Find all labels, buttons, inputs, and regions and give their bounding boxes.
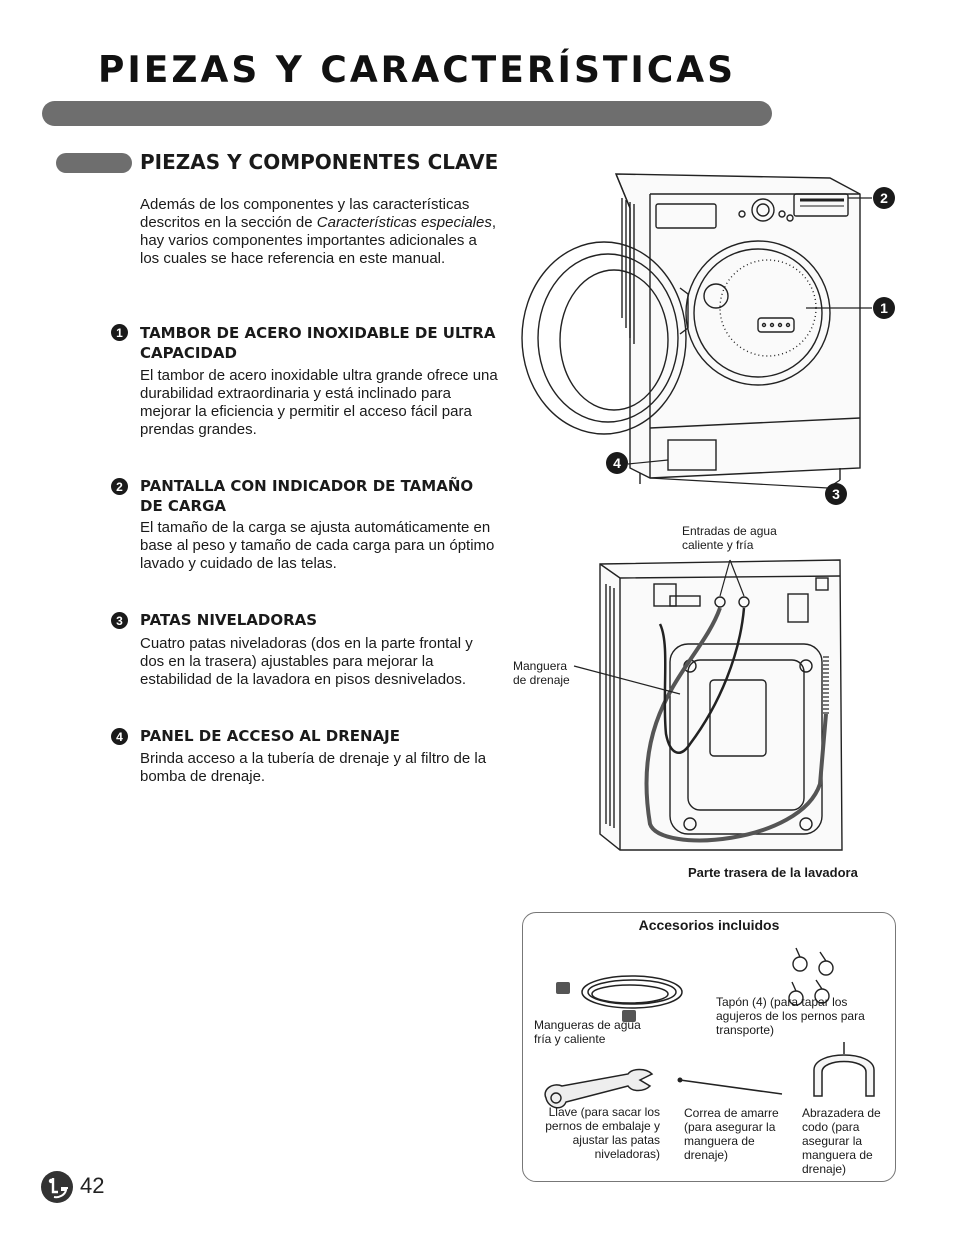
- item-heading: PATAS NIVELADORAS: [140, 611, 318, 629]
- item-number-badge: 2: [111, 478, 128, 495]
- callout-4: 4: [606, 452, 628, 474]
- drain-hose-label: Manguera de drenaje: [513, 659, 570, 687]
- washer-front-illustration: [521, 173, 872, 489]
- intro-text-1: Además de los componentes y las caracter…: [140, 196, 470, 231]
- wrench-illustration: [544, 1068, 654, 1109]
- accessories-box: [522, 912, 896, 1182]
- caps-illustration: [788, 947, 834, 1006]
- accessory-caps-label: Tapón (4) (para tapar los agujeros de lo…: [716, 995, 865, 1037]
- section-pill-decoration: [56, 153, 132, 173]
- accessories-title: Accesorios incluidos: [638, 917, 780, 933]
- accessory-hoses-label: Mangueras de agua fría y caliente: [534, 1018, 641, 1046]
- rear-caption: Parte trasera de la lavadora: [688, 865, 858, 880]
- item-heading: TAMBOR DE ACERO INOXIDABLE DE ULTRA CAPA…: [140, 324, 496, 362]
- callout-1: 1: [873, 297, 895, 319]
- water-inlets-label: Entradas de agua caliente y fría: [682, 524, 777, 552]
- section-title: PIEZAS Y COMPONENTES CLAVE: [140, 150, 499, 174]
- elbow-bracket-illustration: [813, 1042, 875, 1097]
- item-number-badge: 1: [111, 324, 128, 341]
- item-body: Brinda acceso a la tubería de drenaje y …: [140, 750, 487, 785]
- lg-logo: [41, 1171, 73, 1203]
- title-divider-bar: [42, 101, 772, 126]
- intro-italic: Características especiales: [316, 214, 492, 231]
- intro-paragraph: Además de los componentes y las caracter…: [140, 196, 500, 268]
- accessory-wrench-label: Llave (para sacar los pernos de embalaje…: [545, 1105, 660, 1161]
- item-number-badge: 3: [111, 612, 128, 629]
- callout-3: 3: [825, 483, 847, 505]
- washer-rear-illustration: [573, 559, 843, 851]
- page-number: 42: [80, 1173, 105, 1198]
- intro-text-2: , hay varios componentes importantes adi…: [140, 214, 497, 267]
- page-title: PIEZAS Y CARACTERÍSTICAS: [98, 49, 737, 92]
- item-body: El tamaño de la carga se ajusta automáti…: [140, 519, 495, 572]
- accessory-elbow-label: Abrazadera de codo (para asegurar la man…: [802, 1106, 881, 1176]
- accessory-tie-label: Correa de amarre (para asegurar la mangu…: [684, 1106, 779, 1162]
- callout-2: 2: [873, 187, 895, 209]
- item-body: Cuatro patas niveladoras (dos en la part…: [140, 635, 473, 688]
- item-body: El tambor de acero inoxidable ultra gran…: [140, 367, 498, 438]
- item-heading: PANEL DE ACCESO AL DRENAJE: [140, 727, 401, 745]
- hoses-illustration: [556, 975, 683, 1022]
- item-number-badge: 4: [111, 728, 128, 745]
- cable-tie-illustration: [677, 1077, 783, 1095]
- item-heading: PANTALLA CON INDICADOR DE TAMAÑO DE CARG…: [140, 477, 474, 515]
